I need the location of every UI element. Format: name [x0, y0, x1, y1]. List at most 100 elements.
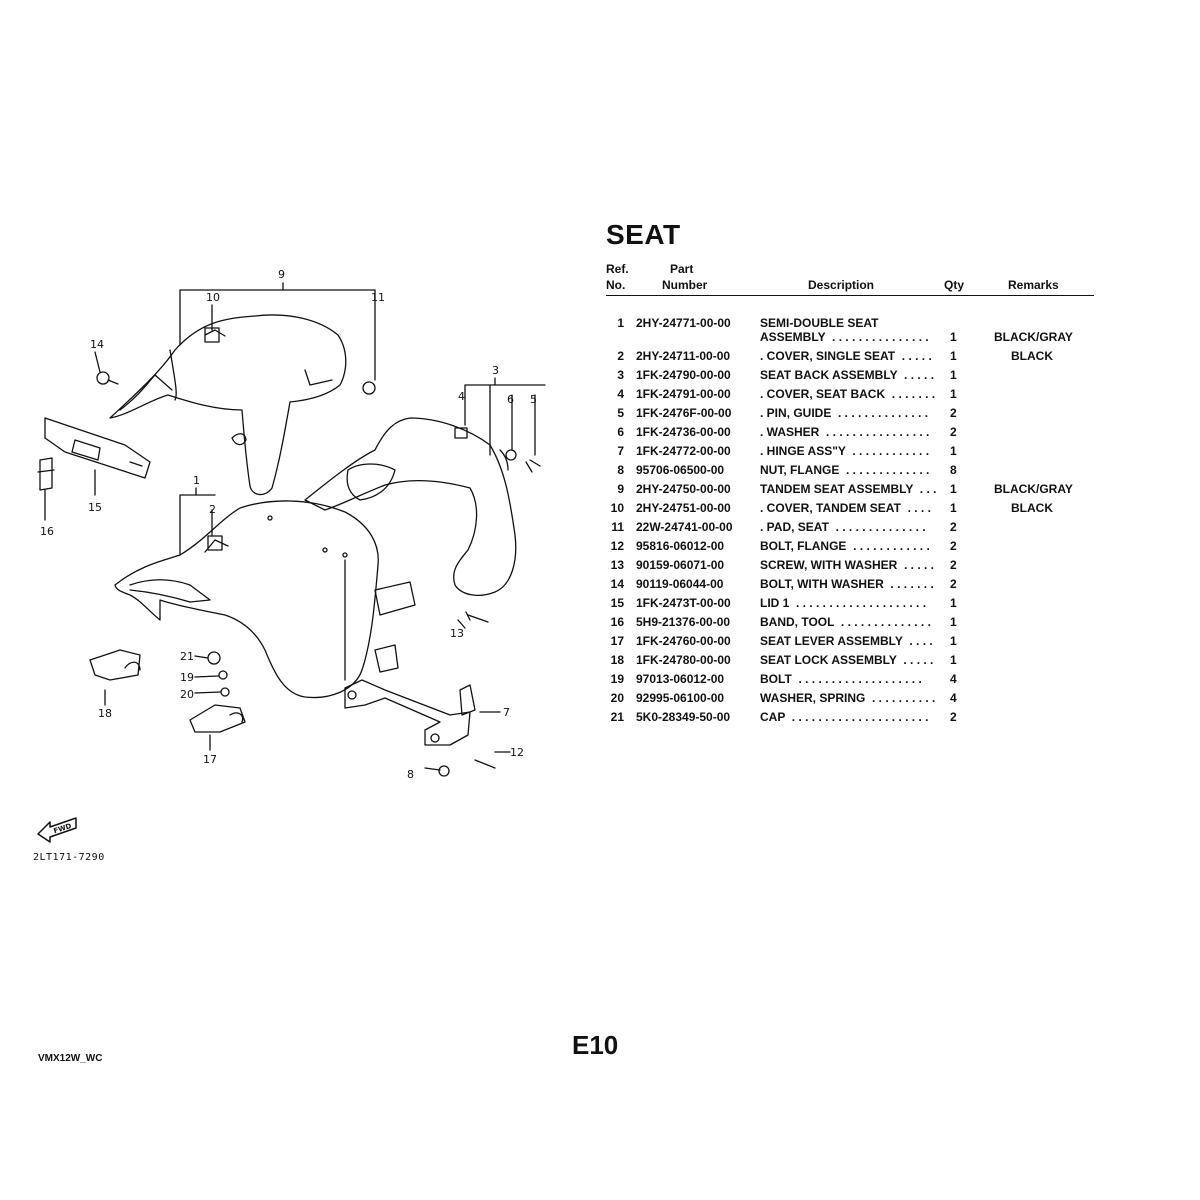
qty: 1 — [950, 387, 957, 401]
qty: 2 — [950, 577, 957, 591]
qty: 1 — [950, 349, 957, 363]
description: . PIN, GUIDE . . . . . . . . . . . . . . — [760, 406, 929, 420]
qty: 2 — [950, 710, 957, 724]
semi-double-seat-drawing — [114, 500, 379, 699]
ref-no: 9 — [617, 482, 624, 496]
ref-no: 3 — [617, 368, 624, 382]
page-number: E10 — [572, 1030, 619, 1060]
header-part-line2: Number — [662, 278, 708, 292]
part-number: 2HY-24711-00-00 — [636, 349, 731, 363]
description: SEAT LOCK ASSEMBLY . . . . . — [760, 653, 934, 667]
part-number: 2HY-24771-00-00 — [636, 316, 731, 330]
callout-1: 1 — [193, 474, 200, 487]
header-ref-line2: No. — [606, 278, 626, 292]
description: WASHER, SPRING . . . . . . . . . . — [760, 691, 936, 705]
part-number: 2HY-24751-00-00 — [636, 501, 731, 515]
ref-no: 11 — [611, 520, 624, 534]
ref-no: 20 — [610, 691, 624, 705]
callout-18: 18 — [98, 707, 112, 720]
pin-5-drawing — [525, 459, 541, 473]
tandem-seat-drawing — [109, 314, 347, 496]
qty: 8 — [950, 463, 957, 477]
washer-20-drawing — [220, 687, 230, 697]
ref-no: 16 — [610, 615, 624, 629]
forward-arrow-icon: FWD — [37, 817, 77, 843]
ref-no: 10 — [610, 501, 624, 515]
description: SEAT BACK ASSEMBLY . . . . . — [760, 368, 935, 382]
callout-3: 3 — [492, 364, 499, 377]
washer-6-drawing — [505, 449, 517, 461]
seat-diagram-drawing: 9 10 11 14 3 4 6 5 15 16 1 2 13 21 19 20… — [37, 268, 546, 781]
table-row: 17 1FK-24760-00-00 SEAT LEVER ASSEMBLY .… — [606, 632, 1094, 651]
qty: 1 — [950, 444, 957, 458]
ref-no: 4 — [617, 387, 624, 401]
table-row: 14 90119-06044-00 BOLT, WITH WASHER . . … — [606, 575, 1094, 594]
remarks: BLACK — [1011, 501, 1053, 515]
pad-11-drawing — [362, 381, 376, 395]
ref-no: 19 — [610, 672, 624, 686]
table-row: 13 90159-06071-00 SCREW, WITH WASHER . .… — [606, 556, 1094, 575]
description: BOLT, FLANGE . . . . . . . . . . . . — [760, 539, 930, 553]
ref-no: 18 — [610, 653, 624, 667]
table-row: 20 92995-06100-00 WASHER, SPRING . . . .… — [606, 689, 1094, 708]
table-row: 18 1FK-24780-00-00 SEAT LOCK ASSEMBLY . … — [606, 651, 1094, 670]
callout-7: 7 — [503, 706, 510, 719]
ref-no: 7 — [617, 444, 624, 458]
callout-10: 10 — [206, 291, 220, 304]
table-row: 21 5K0-28349-50-00 CAP . . . . . . . . .… — [606, 708, 1094, 727]
ref-no: 21 — [610, 710, 624, 724]
ref-no: 2 — [617, 349, 624, 363]
document-code: VMX12W_WC — [38, 1053, 103, 1064]
callout-15: 15 — [88, 501, 102, 514]
table-row: 11 22W-24741-00-00 . PAD, SEAT . . . . .… — [606, 518, 1094, 537]
cap-21-drawing — [207, 651, 221, 665]
table-row: 19 97013-06012-00 BOLT . . . . . . . . .… — [606, 670, 1094, 689]
parts-table-header: Ref. No. Part Number Description Qty Rem… — [606, 261, 1094, 296]
part-number: 1FK-24760-00-00 — [636, 634, 731, 648]
header-remarks: Remarks — [1008, 278, 1059, 292]
part-number: 92995-06100-00 — [636, 691, 725, 705]
bracket-drawing — [374, 581, 416, 616]
callout-20: 20 — [180, 688, 194, 701]
part-number: 90159-06071-00 — [636, 558, 725, 572]
callout-5: 5 — [530, 393, 537, 406]
description: SCREW, WITH WASHER . . . . . — [760, 558, 935, 572]
callout-19: 19 — [180, 671, 194, 684]
ref-no: 17 — [610, 634, 624, 648]
callout-11: 11 — [371, 291, 385, 304]
qty: 2 — [950, 558, 957, 572]
qty: 1 — [950, 653, 957, 667]
qty: 1 — [950, 482, 957, 496]
description-line1: SEMI-DOUBLE SEAT — [760, 316, 879, 330]
seat-lever-drawing — [189, 704, 246, 733]
exploded-parts-diagram: 9 10 11 14 3 4 6 5 15 16 1 2 13 21 19 20… — [0, 0, 600, 900]
part-number: 1FK-2476F-00-00 — [636, 406, 732, 420]
ref-no: 1 — [617, 316, 624, 330]
table-row: 1 2HY-24771-00-00 SEMI-DOUBLE SEAT ASSEM… — [606, 314, 1094, 347]
callout-4: 4 — [458, 390, 465, 403]
ref-no: 8 — [617, 463, 624, 477]
header-qty: Qty — [944, 278, 965, 292]
description: LID 1 . . . . . . . . . . . . . . . . . … — [760, 596, 927, 610]
part-number: 1FK-24780-00-00 — [636, 653, 731, 667]
ref-no: 13 — [610, 558, 624, 572]
part-number: 1FK-24772-00-00 — [636, 444, 731, 458]
figure-code: 2LT171-7290 — [33, 852, 105, 863]
nut-8-drawing — [438, 765, 450, 777]
qty: 1 — [950, 330, 957, 344]
callout-21: 21 — [180, 650, 194, 663]
remarks: BLACK/GRAY — [994, 482, 1073, 496]
callout-12: 12 — [510, 746, 524, 759]
part-number: 97013-06012-00 — [636, 672, 725, 686]
table-row: 16 5H9-21376-00-00 BAND, TOOL . . . . . … — [606, 613, 1094, 632]
part-number: 90119-06044-00 — [636, 577, 724, 591]
table-row: 15 1FK-2473T-00-00 LID 1 . . . . . . . .… — [606, 594, 1094, 613]
bolt-12-drawing — [474, 759, 496, 769]
description: SEMI-DOUBLE SEAT ASSEMBLY . . . . . . . … — [760, 316, 929, 344]
remarks: BLACK — [1011, 349, 1053, 363]
part-number: 1FK-24791-00-00 — [636, 387, 731, 401]
callout-14: 14 — [90, 338, 104, 351]
table-row: 12 95816-06012-00 BOLT, FLANGE . . . . .… — [606, 537, 1094, 556]
description: BOLT, WITH WASHER . . . . . . . — [760, 577, 934, 591]
header-description: Description — [808, 278, 875, 292]
